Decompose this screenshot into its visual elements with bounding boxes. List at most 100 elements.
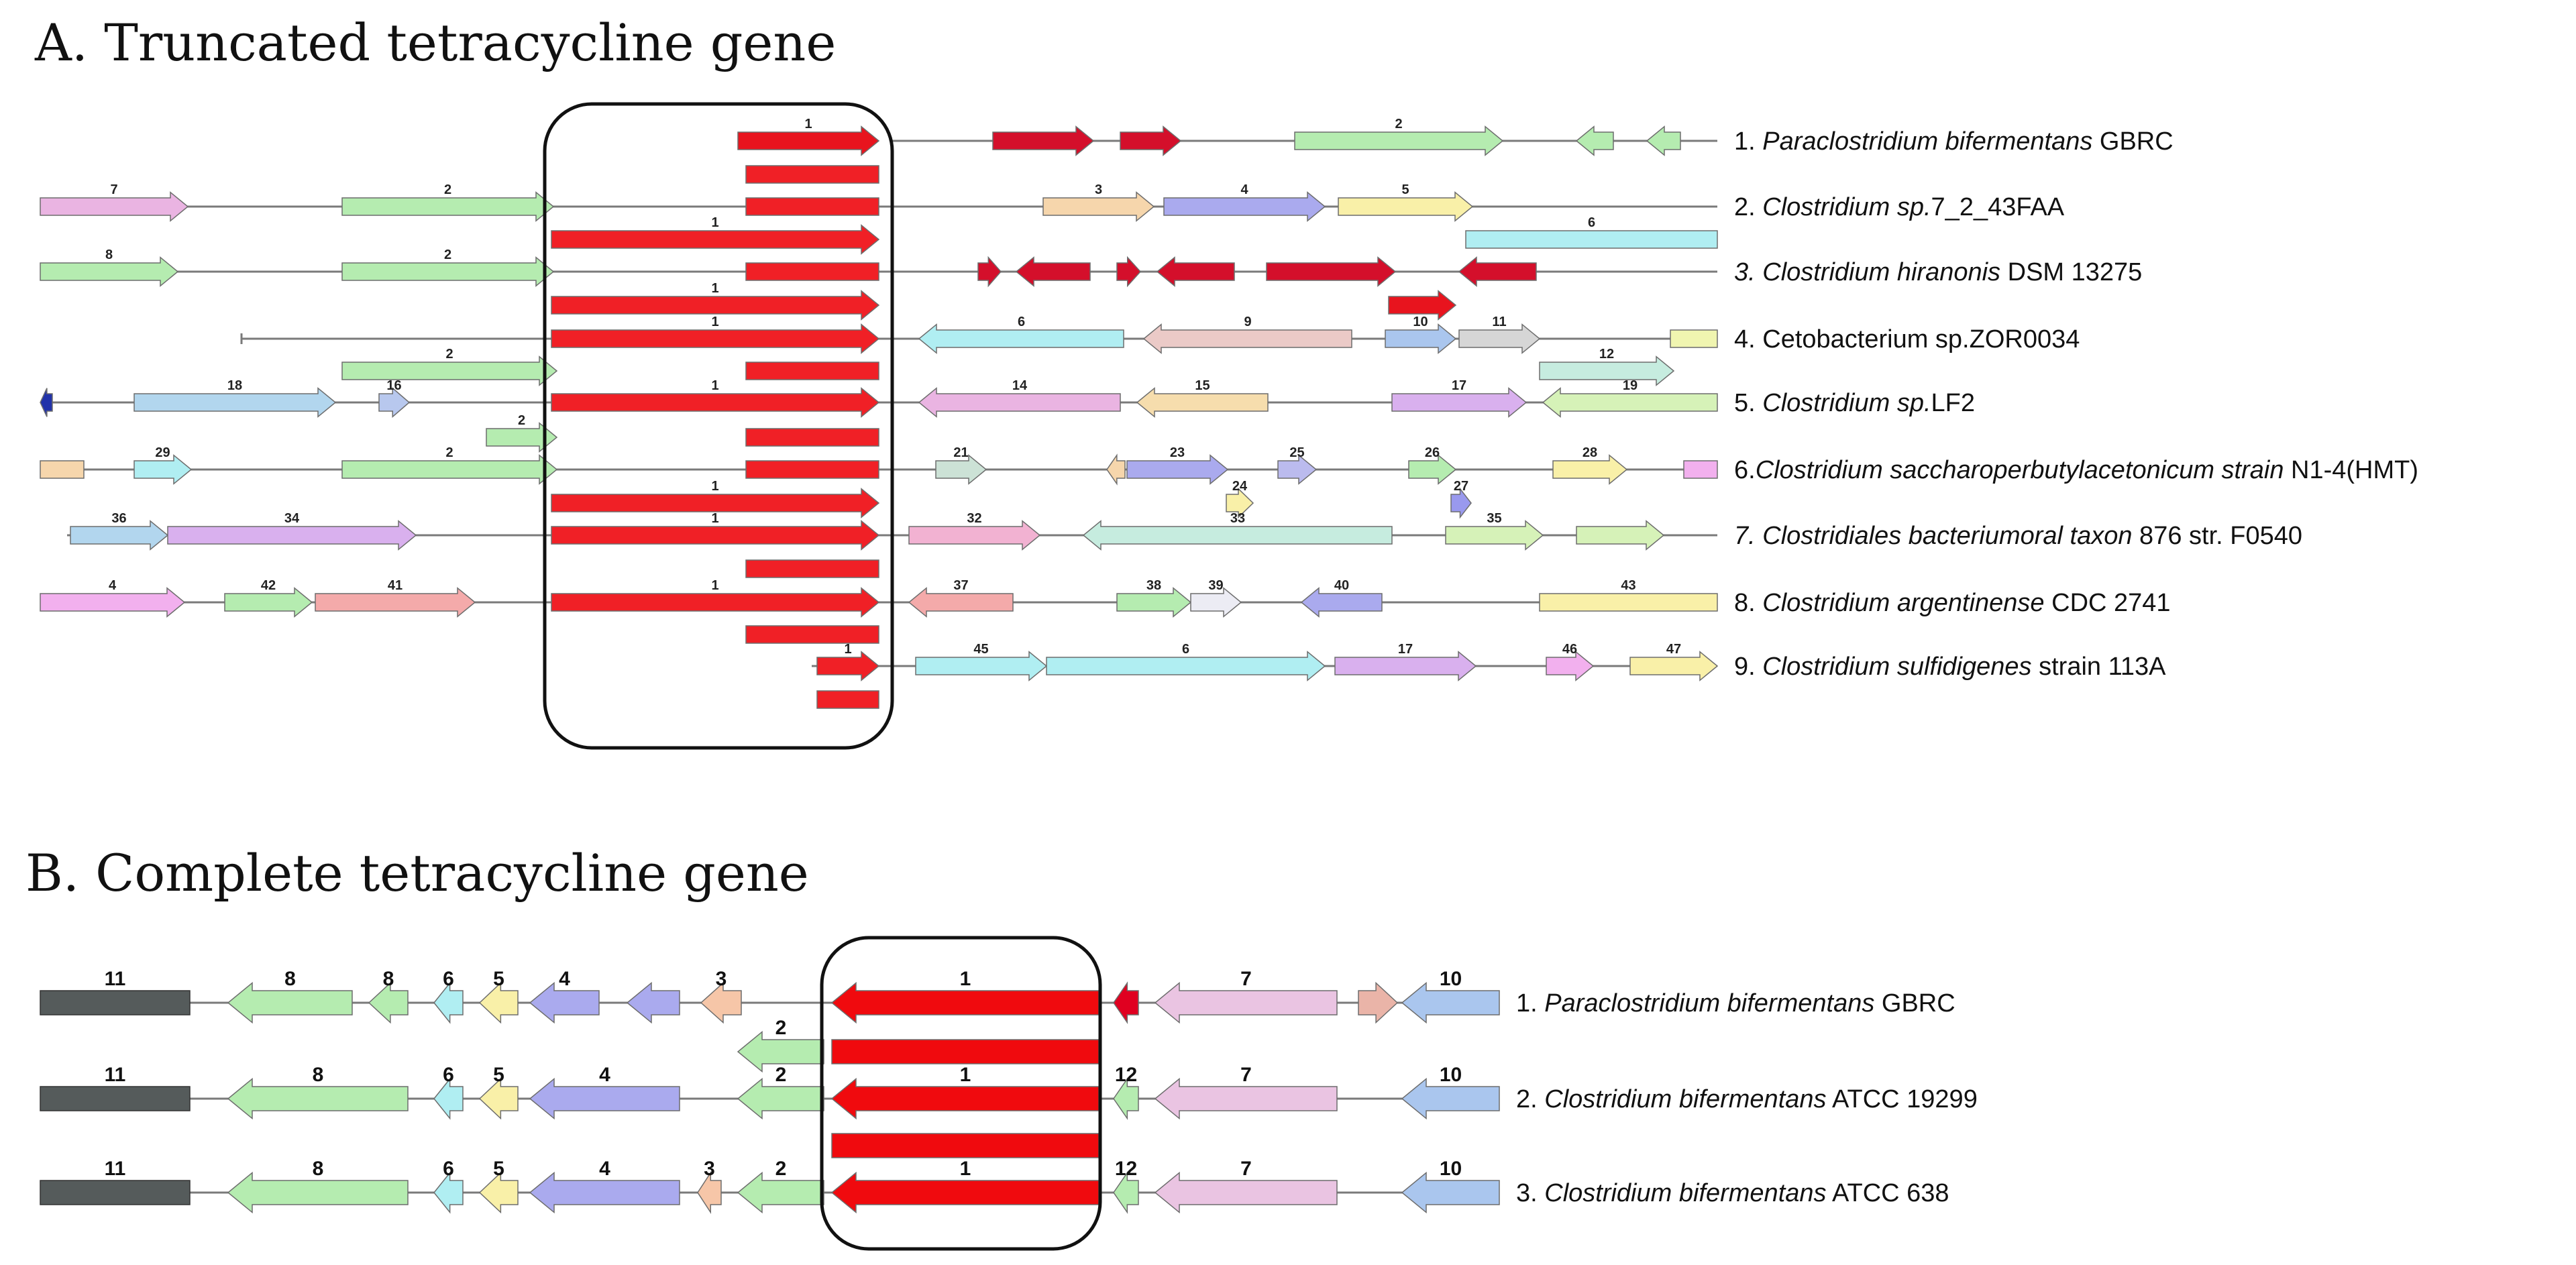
gene-arrow <box>745 460 879 479</box>
gene-arrow <box>1046 651 1326 681</box>
gene-arrow <box>745 428 879 447</box>
gene-arrow <box>433 1171 464 1214</box>
row-label-segment: 6. <box>1734 456 1756 484</box>
panel-a-title: A. Truncated tetracycline gene <box>34 13 836 72</box>
gene-arrow <box>40 587 186 618</box>
gene-number-label: 6 <box>443 1158 454 1180</box>
gene-arrow <box>1190 587 1242 618</box>
gene-arrow <box>1391 387 1527 418</box>
gene-number-label: 7 <box>1240 1064 1252 1086</box>
gene-arrow <box>918 387 1121 418</box>
tetracycline-gene-highlight-box <box>543 102 894 750</box>
gene-number-label: 32 <box>967 511 981 526</box>
row-label: 7. Clostridiales bacteriumoral taxon 876… <box>1734 522 2302 550</box>
row-label-segment: 1. <box>1734 127 1762 156</box>
gene-arrow <box>1113 1077 1139 1120</box>
gene-arrow <box>551 387 880 418</box>
gene-arrow <box>227 1077 409 1120</box>
gene-arrow <box>830 1171 1099 1214</box>
gene-number-label: 10 <box>1440 968 1462 990</box>
gene-number-label: 36 <box>111 511 126 526</box>
row-label: 4. Cetobacterium sp.ZOR0034 <box>1734 325 2080 353</box>
gene-number-label: 4 <box>599 1158 610 1180</box>
gene-number-label: 2 <box>1395 117 1402 131</box>
row-label-segment: N1-4(HMT) <box>2284 456 2418 484</box>
gene-arrow <box>1136 387 1269 418</box>
gene-arrow <box>1015 256 1091 287</box>
gene-arrow <box>1401 1077 1500 1120</box>
gene-number-label: 1 <box>711 479 718 494</box>
gene-number-label: 17 <box>1452 378 1466 393</box>
gene-number-label: 43 <box>1621 578 1635 593</box>
gene-arrow <box>1388 290 1457 321</box>
gene-number-label: 2 <box>445 445 453 460</box>
gene-number-label: 18 <box>227 378 242 393</box>
gene-number-label: 9 <box>1244 315 1251 329</box>
gene-arrow <box>737 1171 824 1214</box>
gene-arrow <box>1576 520 1665 551</box>
gene-arrow <box>816 690 879 709</box>
gene-number-label: 3 <box>1095 182 1102 197</box>
gene-arrow <box>626 981 680 1024</box>
gene-arrow <box>40 1180 191 1205</box>
gene-number-label: 28 <box>1582 445 1597 460</box>
gene-number-label: 11 <box>105 1158 126 1180</box>
row-label: 3. Clostridium hiranonis DSM 13275 <box>1734 258 2142 286</box>
gene-arrow <box>133 387 337 418</box>
row-label-segment: DSM 13275 <box>2000 258 2142 286</box>
row-label: 1. Paraclostridium bifermentans GBRC <box>1516 989 1955 1018</box>
gene-number-label: 15 <box>1195 378 1210 393</box>
row-label: 8. Clostridium argentinense CDC 2741 <box>1734 589 2171 617</box>
row-label: 2. Clostridium bifermentans ATCC 19299 <box>1516 1085 1978 1113</box>
gene-number-label: 39 <box>1208 578 1223 593</box>
row-label-segment: 9. <box>1734 653 1762 681</box>
gene-arrow <box>816 651 880 681</box>
gene-arrow <box>831 1039 1099 1064</box>
gene-number-label: 7 <box>1240 1158 1252 1180</box>
gene-number-label: 35 <box>1487 511 1501 526</box>
panel-b-gene-map: 1. Paraclostridium bifermentans GBRC 2. C… <box>40 936 1978 1251</box>
gene-arrow <box>1226 487 1254 519</box>
gene-arrow <box>1154 1077 1338 1120</box>
gene-number-label: 40 <box>1334 578 1349 593</box>
gene-number-label: 1 <box>711 281 718 296</box>
gene-arrow <box>1401 1171 1500 1214</box>
gene-number-label: 2 <box>444 182 451 197</box>
gene-arrow <box>40 990 191 1015</box>
gene-arrow <box>1126 454 1229 485</box>
row-label-segment: Paraclostridium bifermentans <box>1544 989 1874 1018</box>
gene-arrow <box>1575 125 1614 156</box>
gene-number-label: 5 <box>493 1158 504 1180</box>
row-label-segment: 3. Clostridium hiranonis <box>1734 258 2000 286</box>
row-label-segment: CDC 2741 <box>2045 589 2171 617</box>
gene-number-label: 6 <box>1588 215 1595 230</box>
gene-number-label: 33 <box>1230 511 1245 526</box>
gene-arrow <box>1277 454 1318 485</box>
gene-arrow <box>551 488 880 518</box>
gene-number-label: 34 <box>284 511 300 526</box>
gene-arrow <box>341 454 558 485</box>
row-label: 1. Paraclostridium bifermentans GBRC <box>1734 127 2174 156</box>
row-label-segment: 7. Clostridiales bacteriumoral taxon <box>1734 522 2133 550</box>
gene-number-label: 1 <box>711 215 718 230</box>
gene-number-label: 10 <box>1440 1158 1462 1180</box>
gene-number-label: 8 <box>284 968 296 990</box>
gene-number-label: 6 <box>443 1064 454 1086</box>
gene-arrow <box>224 587 313 618</box>
row-label-segment: Clostridium sp. <box>1762 389 1931 417</box>
gene-number-label: 1 <box>844 642 851 657</box>
gene-arrow <box>1106 453 1126 486</box>
gene-arrow <box>918 323 1124 354</box>
gene-arrow <box>70 520 169 551</box>
gene-number-label: 46 <box>1562 642 1577 657</box>
gene-arrow <box>368 981 409 1024</box>
gene-number-label: 3 <box>704 1158 715 1180</box>
row-label-segment: Clostridium bifermentans <box>1544 1179 1826 1207</box>
gene-number-label: 2 <box>445 347 453 362</box>
gene-arrow <box>1334 651 1477 681</box>
gene-number-label: 45 <box>973 642 988 657</box>
gene-number-label: 16 <box>386 378 401 393</box>
row-label-segment: Clostridium sulfidigenes <box>1762 653 2031 681</box>
row-label-segment: strain 113A <box>2032 653 2167 681</box>
row-label-segment: 7_2_43FAA <box>1931 193 2065 221</box>
